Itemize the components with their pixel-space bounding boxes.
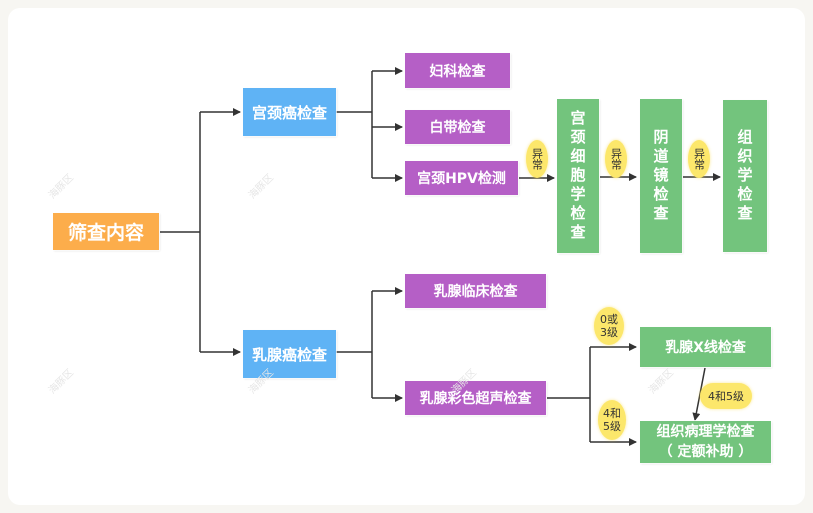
condition-badge-xray-grade-4-5: 4和5级 xyxy=(700,383,752,409)
root-node[interactable]: 筛查内容 xyxy=(53,213,159,250)
exam-label: 乳腺临床检查 xyxy=(433,284,518,300)
category-node-breast[interactable]: 乳腺癌检查 xyxy=(243,330,336,378)
connector-breast-trunk xyxy=(336,291,373,398)
exam-node-gynecological[interactable]: 妇科检查 xyxy=(405,53,510,88)
exam-node-leucorrhea[interactable]: 白带检查 xyxy=(405,110,510,144)
followup-node-cytology[interactable]: 宫颈细胞学检查 xyxy=(557,99,599,253)
followup-node-histology[interactable]: 组织学检查 xyxy=(723,100,767,252)
exam-label: 妇科检查 xyxy=(429,63,486,80)
exam-label: 宫颈HPV检测 xyxy=(417,171,506,187)
root-label: 筛查内容 xyxy=(67,222,144,244)
badge-text: 4和5级 xyxy=(603,407,621,433)
followup-node-pathology[interactable]: 组织病理学检查 （ 定额补助 ） xyxy=(640,421,771,463)
condition-badge-abnormal: 异常 xyxy=(605,140,627,178)
connector-root-trunk xyxy=(160,112,201,352)
followup-label: 阴道镜检查 xyxy=(651,128,670,224)
condition-badge-abnormal: 异常 xyxy=(688,140,710,178)
followup-label-line2: （ 定额补助 ） xyxy=(658,444,753,460)
condition-badge-grade-4-5: 4和5级 xyxy=(598,400,626,440)
category-label: 宫颈癌检查 xyxy=(251,103,327,122)
badge-text: 异常 xyxy=(692,148,706,170)
badge-text: 4和5级 xyxy=(708,389,744,403)
condition-badge-abnormal: 异常 xyxy=(526,140,548,178)
followup-label: 宫颈细胞学检查 xyxy=(568,109,587,243)
followup-label: 乳腺X线检查 xyxy=(665,340,746,356)
followup-label: 组织学检查 xyxy=(735,128,754,224)
followup-node-mammography[interactable]: 乳腺X线检查 xyxy=(640,327,771,367)
exam-node-breast-clinical[interactable]: 乳腺临床检查 xyxy=(405,274,546,308)
badge-text: 异常 xyxy=(609,148,623,170)
followup-node-colposcopy[interactable]: 阴道镜检查 xyxy=(640,99,682,253)
badge-text: 异常 xyxy=(530,148,544,170)
exam-label: 乳腺彩色超声检查 xyxy=(419,391,532,407)
badge-text: 0或3级 xyxy=(600,313,618,339)
condition-badge-grade-0-3: 0或3级 xyxy=(594,307,624,345)
exam-node-hpv[interactable]: 宫颈HPV检测 xyxy=(405,161,518,195)
connector-cervical-trunk xyxy=(336,71,373,178)
followup-label-line1: 组织病理学检查 xyxy=(656,424,755,440)
category-node-cervical[interactable]: 宫颈癌检查 xyxy=(243,88,336,136)
exam-node-breast-ultrasound[interactable]: 乳腺彩色超声检查 xyxy=(405,381,546,415)
category-label: 乳腺癌检查 xyxy=(251,345,327,364)
connector-ultrasound-trunk xyxy=(547,347,591,442)
exam-label: 白带检查 xyxy=(429,120,486,136)
